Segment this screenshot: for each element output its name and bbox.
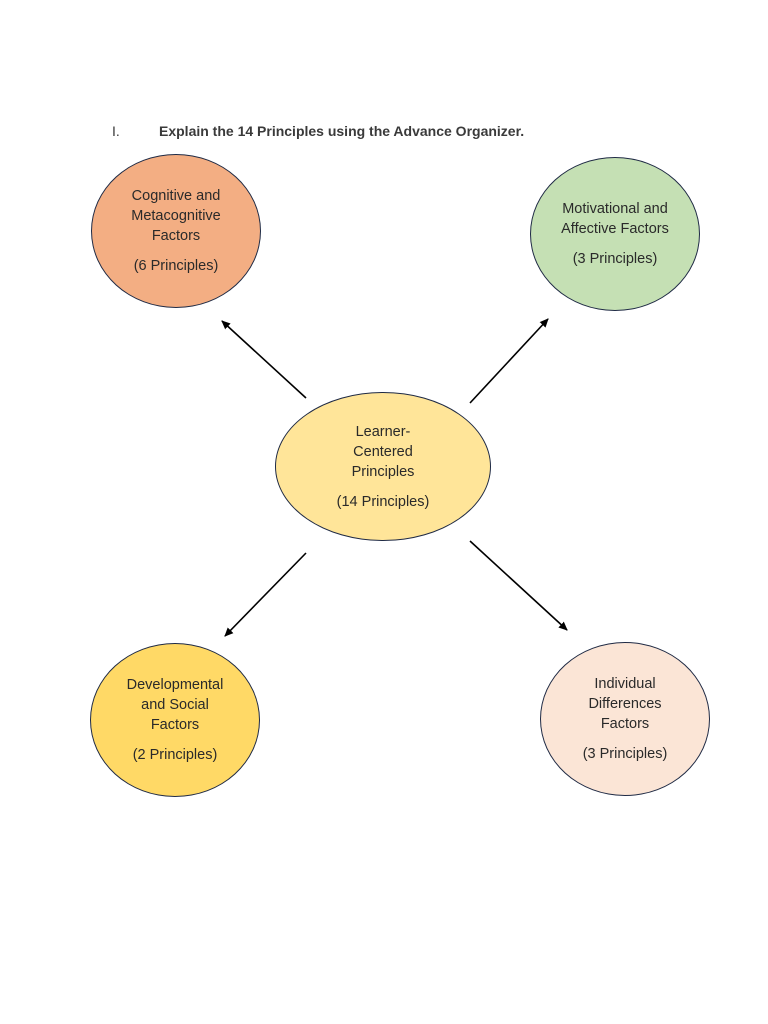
node-cognitive-metacognitive: Cognitive and Metacognitive Factors (6 P… <box>91 154 261 308</box>
arrow-to-developmental <box>224 552 307 637</box>
arrow-to-cognitive <box>221 320 307 399</box>
node-title: Developmental and Social Factors <box>126 677 224 733</box>
node-developmental-social: Developmental and Social Factors (2 Prin… <box>90 643 260 797</box>
heading-text: Explain the 14 Principles using the Adva… <box>159 123 525 139</box>
node-count: (2 Principles) <box>132 747 218 763</box>
node-individual-differences: Individual Differences Factors (3 Princi… <box>540 642 710 796</box>
arrow-to-individual <box>469 540 568 631</box>
node-title: Learner- Centered Principles <box>351 423 415 480</box>
node-title: Individual Differences Factors <box>588 676 662 732</box>
node-count: (14 Principles) <box>336 493 430 510</box>
node-learner-centered: Learner- Centered Principles (14 Princip… <box>275 392 491 541</box>
node-count: (3 Principles) <box>582 746 668 762</box>
node-count: (6 Principles) <box>133 258 219 274</box>
arrow-to-motivational <box>469 318 549 404</box>
heading-number: I. <box>112 123 120 139</box>
node-title: Motivational and Affective Factors <box>561 201 669 237</box>
node-count: (3 Principles) <box>572 251 658 267</box>
node-motivational-affective: Motivational and Affective Factors (3 Pr… <box>530 157 700 311</box>
node-title: Cognitive and Metacognitive Factors <box>131 188 221 244</box>
